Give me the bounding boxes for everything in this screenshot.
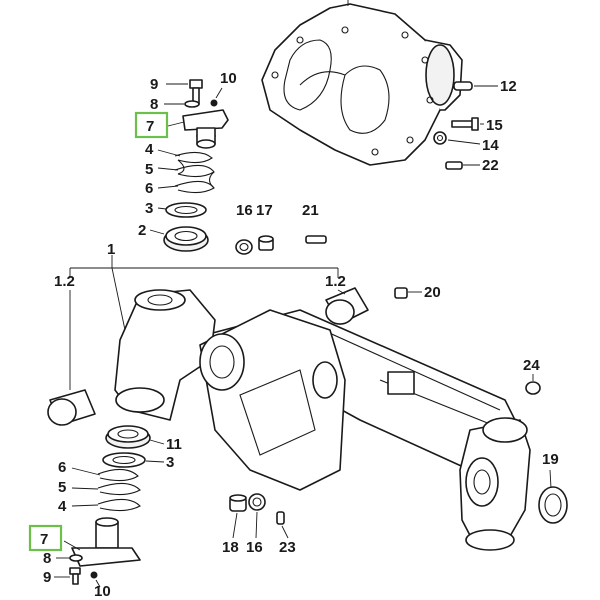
bolt-9-top: [166, 79, 203, 105]
callout-2: 2: [138, 222, 146, 239]
bushing-1-2-right: [325, 287, 369, 325]
bolt-9-bottom: [54, 567, 81, 585]
callout-17: 17: [256, 202, 273, 219]
stud-22: [445, 161, 480, 170]
washer-16-top: [235, 239, 253, 255]
bolt-15: [451, 117, 484, 131]
nut-10-top: [210, 87, 223, 107]
highlight-box-7-top: [134, 111, 169, 139]
callout-19: 19: [542, 451, 559, 468]
callout-10-bottom: 10: [94, 583, 111, 600]
nut-10-bottom: [90, 571, 101, 588]
bolt-23: [276, 511, 289, 539]
differential-housing: [261, 0, 463, 166]
washer-8-bottom: [56, 554, 83, 562]
pin-12: [453, 81, 498, 91]
callout-10-top: 10: [220, 70, 237, 87]
callout-12: 12: [500, 78, 517, 95]
callout-3-top: 3: [145, 200, 153, 217]
bearing-11: [105, 425, 165, 449]
washer-14: [433, 131, 481, 145]
callout-18: 18: [222, 539, 239, 556]
callout-6-top: 6: [145, 180, 153, 197]
callout-4-bottom: 4: [58, 498, 67, 515]
stud-21: [305, 235, 327, 244]
seal-3-top: [157, 202, 207, 218]
kingpin-7-bottom: [63, 517, 141, 567]
callout-7-bottom: 7: [40, 531, 48, 548]
bearing-2: [149, 226, 209, 252]
washer-8-top: [164, 100, 200, 108]
highlight-box-7-bottom: [28, 524, 63, 552]
callout-11: 11: [166, 436, 182, 453]
seal-3-bottom: [102, 452, 165, 468]
bushing-1-2-left: [47, 290, 96, 426]
callout-15: 15: [486, 117, 503, 134]
shims-4-5-6-bottom: [71, 467, 141, 512]
callout-1-2-left: 1.2: [54, 273, 75, 290]
washer-16-bottom: [248, 493, 266, 539]
seal-19: [538, 469, 568, 524]
callout-9-bottom: 9: [43, 569, 51, 586]
callout-7-top: 7: [146, 118, 154, 135]
callout-8-bottom: 8: [43, 550, 51, 567]
callout-21: 21: [302, 202, 319, 219]
callout-5-bottom: 5: [58, 479, 66, 496]
plug-24: [525, 374, 541, 395]
axle-housing-1: [69, 255, 531, 551]
callout-24: 24: [523, 357, 540, 374]
plug-17: [258, 235, 274, 251]
callout-16-top: 16: [236, 202, 253, 219]
plug-18: [229, 494, 247, 539]
callout-1-2-right: 1.2: [325, 273, 346, 290]
callout-23: 23: [279, 539, 296, 556]
callout-16-bottom: 16: [246, 539, 263, 556]
callout-5-top: 5: [145, 161, 153, 178]
callout-22: 22: [482, 157, 499, 174]
plug-20: [394, 287, 422, 299]
callout-3-bottom: 3: [166, 454, 174, 471]
callout-9-top: 9: [150, 76, 158, 93]
callout-1: 1: [107, 241, 115, 258]
shims-4-5-6-top: [157, 149, 215, 194]
callout-4-top: 4: [145, 141, 154, 158]
callout-6-bottom: 6: [58, 459, 66, 476]
callout-14: 14: [482, 137, 499, 154]
kingpin-7-top: [167, 109, 229, 149]
callout-20: 20: [424, 284, 441, 301]
callout-8-top: 8: [150, 96, 158, 113]
